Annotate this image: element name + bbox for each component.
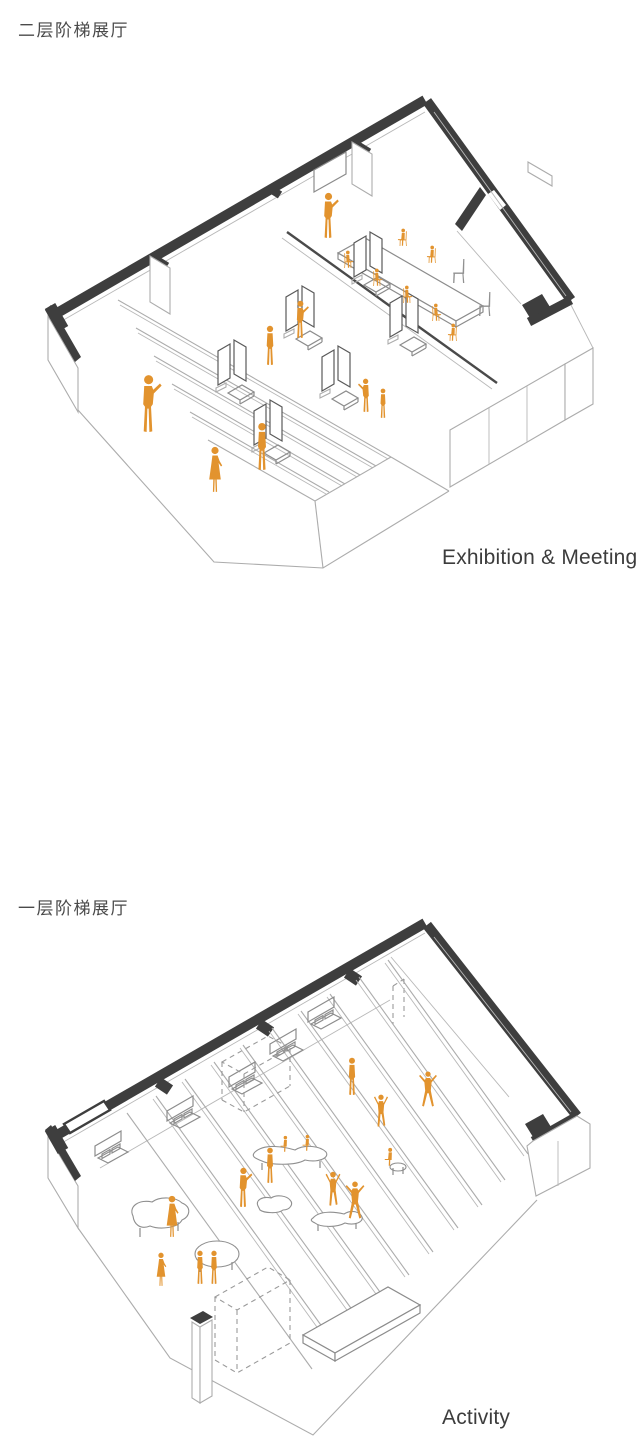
lower-side-room	[390, 936, 591, 1197]
person-stand	[380, 388, 386, 418]
lower-consoles	[94, 996, 342, 1164]
upper-axonometric	[44, 95, 594, 569]
person-sit	[426, 245, 436, 263]
person-dress	[156, 1252, 167, 1286]
lower-corner-wall	[190, 1266, 292, 1404]
wall-screen	[313, 150, 347, 194]
lower-caption: Activity	[442, 1406, 511, 1429]
lower-title: 一层阶梯展厅	[18, 899, 129, 918]
upper-title: 二层阶梯展厅	[18, 21, 129, 40]
upper-front-parapets	[449, 347, 594, 488]
upper-meeting-room	[281, 150, 498, 390]
lower-axonometric	[44, 918, 591, 1436]
empty-chair	[453, 259, 465, 283]
person-sit	[397, 228, 407, 246]
person-sitb	[384, 1147, 393, 1166]
person-point	[143, 375, 162, 432]
lower-wall-bands	[44, 918, 581, 1154]
person-dance	[325, 1171, 341, 1206]
person-point	[358, 378, 369, 412]
upper-right-wing	[433, 111, 594, 349]
person-point	[239, 1167, 253, 1207]
lower-platform	[301, 1286, 422, 1363]
person-stand	[266, 325, 274, 365]
upper-caption: Exhibition & Meeting	[442, 546, 638, 569]
person-dress	[209, 446, 223, 492]
lower-floor-outline	[59, 932, 538, 1436]
upper-floor-outline	[59, 111, 450, 569]
upper-piers	[149, 141, 373, 315]
person-point	[324, 192, 339, 238]
lower-steps	[126, 959, 529, 1370]
